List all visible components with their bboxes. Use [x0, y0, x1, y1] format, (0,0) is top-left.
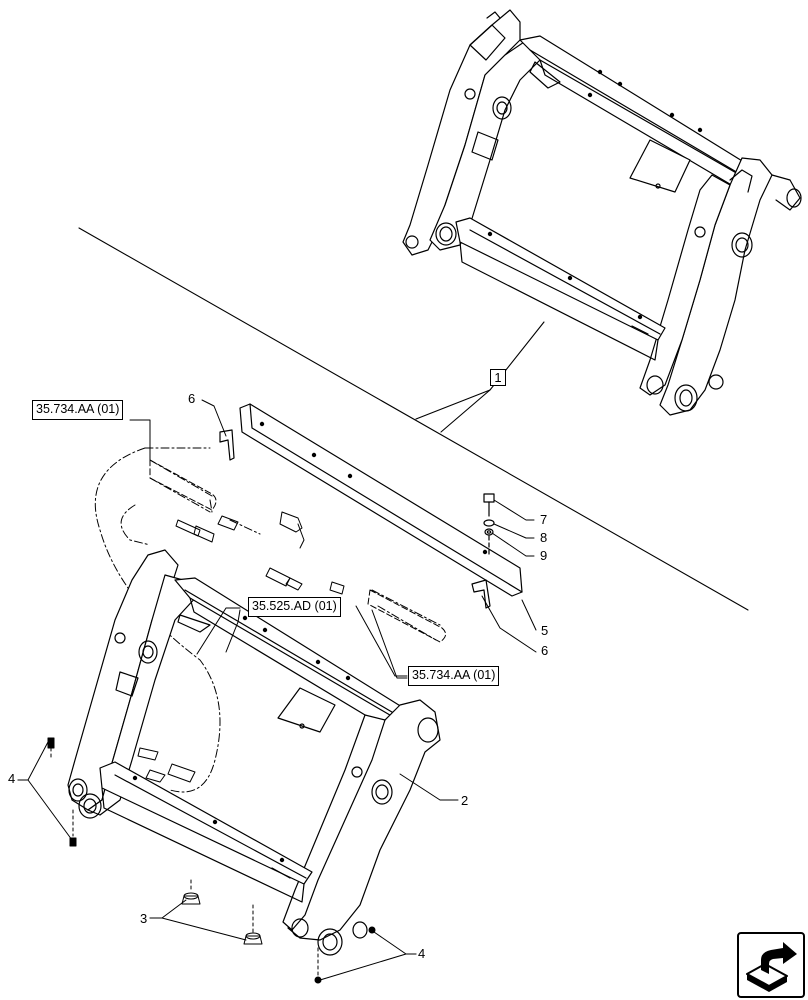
ref-link-hose-upper[interactable]: 35.734.AA (01)	[32, 400, 124, 420]
next-page-button[interactable]	[737, 932, 805, 998]
callout-3: 3	[140, 911, 148, 926]
callout-7: 7	[540, 512, 548, 527]
hose-assembly	[94, 447, 441, 793]
leader-lines	[17, 399, 537, 981]
callout-4-right: 4	[418, 946, 426, 961]
angle-plate-part-5	[239, 403, 523, 597]
separator-lines	[78, 227, 749, 611]
callout-1: 1	[490, 369, 506, 386]
next-page-arrow-icon	[746, 942, 797, 992]
callout-5: 5	[541, 623, 549, 638]
clip-part-6-lower	[471, 579, 491, 609]
ref-link-hose-lower[interactable]: 35.734.AA (01)	[408, 666, 500, 686]
callout-9: 9	[540, 548, 548, 563]
hose-upper	[149, 459, 446, 643]
ref-link-hose-middle[interactable]: 35.525.AD (01)	[248, 597, 341, 617]
bolt-assembly	[483, 493, 495, 555]
fittings	[137, 511, 345, 783]
callout-6-lower: 6	[541, 643, 549, 658]
clip-part-6-upper	[219, 429, 235, 461]
callout-4-left: 4	[8, 771, 16, 786]
loader-frame-main	[67, 549, 441, 956]
loader-frame-top	[402, 9, 802, 416]
callout-8: 8	[540, 530, 548, 545]
grease-fittings	[47, 737, 376, 984]
callout-6-upper: 6	[188, 391, 196, 406]
callout-2: 2	[461, 793, 469, 808]
